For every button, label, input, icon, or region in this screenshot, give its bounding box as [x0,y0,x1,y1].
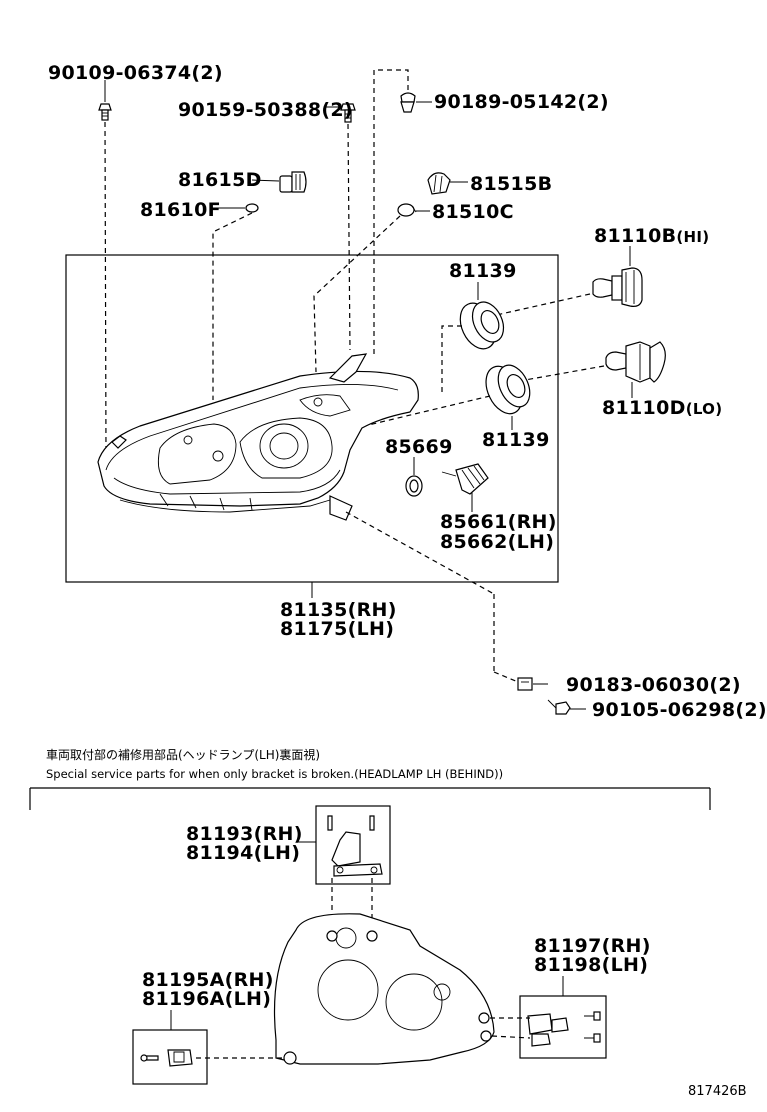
socket-81615D-icon [279,171,307,193]
label-90105: 90105-06298(2) [592,699,767,721]
label-81175: 81175(LH) [280,618,395,640]
screw-90105-icon [547,699,571,715]
bracket-81193-box [315,805,391,885]
screw-90109-icon [98,103,112,121]
clip-90189-icon [400,92,416,113]
label-81610F: 81610F [140,199,221,221]
connector-85661-icon [441,463,489,495]
screw-90159-icon [340,103,356,123]
label-81515B: 81515B [470,173,553,195]
bulb-81510C-icon [397,203,417,217]
bulb-81610F-icon [245,203,259,213]
label-85669: 85669 [385,436,453,458]
headlamp-back-outline [273,913,495,1065]
service-title-en: Special service parts for when only brac… [46,767,504,781]
socket-81515B-icon [427,172,468,195]
diagram-code: 817426B [688,1084,747,1099]
cover-81139-upper-icon [459,301,505,350]
label-90159: 90159-50388(2) [178,99,353,121]
label-81195A: 81195A(RH) [142,969,274,991]
bracket-81197-box [519,995,607,1059]
label-81139-lower: 81139 [482,429,550,451]
label-81110B: 81110B(HI) [594,225,710,247]
service-title-jp: 車両取付部の補修用部品(ヘッドランプ(LH)裏面視) [46,748,321,762]
cover-81139-lower-icon [485,364,531,415]
label-81193: 81193(RH) [186,823,303,845]
label-81196A: 81196A(LH) [142,988,272,1010]
label-85661: 85661(RH) [440,511,557,533]
label-81615D: 81615D [178,169,262,191]
label-81510C: 81510C [432,201,514,223]
label-81198: 81198(LH) [534,954,649,976]
label-81135: 81135(RH) [280,599,397,621]
label-81110D: 81110D(LO) [602,397,723,419]
label-81197: 81197(RH) [534,935,651,957]
label-81139-upper: 81139 [449,260,517,282]
gasket-85669-icon [405,475,423,497]
bulb-81110B-icon [592,267,643,307]
label-81194: 81194(LH) [186,842,301,864]
headlamp-assembly-drawing [97,353,419,521]
nut-90183-icon [517,677,533,691]
label-85662: 85662(LH) [440,531,555,553]
label-90189: 90189-05142(2) [434,91,609,113]
bulb-81110D-icon [605,341,666,383]
label-90183: 90183-06030(2) [566,674,741,696]
label-90109: 90109-06374(2) [48,62,223,84]
bracket-81195A-box [132,1029,208,1085]
